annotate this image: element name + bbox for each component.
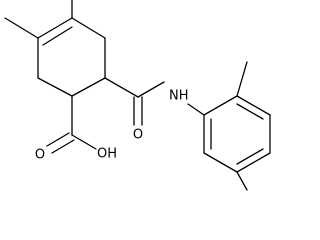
ring-bond-c6-c1	[37, 17, 73, 39]
amide-n-aryl-bond	[187, 103, 205, 116]
acid-c-o-double-bond-b	[51, 139, 75, 154]
carboxylic-acid-group	[46, 95, 97, 154]
methyl-bond-left	[4, 17, 39, 39]
cyclohexene-ring	[37, 17, 106, 97]
aryl-inner-double-1	[236, 103, 264, 120]
amide-nh-label: NH	[169, 89, 189, 104]
ring-bond-c1-c2	[71, 17, 106, 39]
amide-group	[104, 77, 205, 126]
acid-oh-label: OH	[97, 147, 117, 162]
aryl-bond-4	[236, 152, 271, 173]
acid-carbonyl-oxygen-label: O	[35, 148, 45, 163]
ring-methyl-groups	[4, 0, 73, 39]
ring-double-bond-inner	[42, 26, 73, 46]
aryl-inner-double-2	[236, 148, 264, 165]
aryl-bond-1	[203, 95, 238, 116]
aryl-bond-5	[203, 152, 238, 173]
acid-c-o-double-bond-a	[46, 132, 70, 147]
molecule-structure-diagram: NH O OH O	[4, 0, 271, 191]
ring-bond-c4-c5	[37, 77, 73, 97]
aryl-methyl-bond-bottom	[236, 171, 248, 191]
bond-ring-to-carbonyl	[104, 77, 139, 98]
amide-c-n-bond	[137, 81, 165, 98]
aryl-bond-2	[236, 95, 271, 116]
dimethylphenyl-ring	[203, 95, 271, 173]
aryl-methyl-groups	[236, 61, 248, 191]
amide-oxygen-label: O	[133, 128, 143, 143]
acid-c-oh-bond	[71, 134, 97, 150]
ring-bond-c3-c4	[71, 77, 106, 97]
aryl-methyl-bond-top	[236, 61, 248, 97]
